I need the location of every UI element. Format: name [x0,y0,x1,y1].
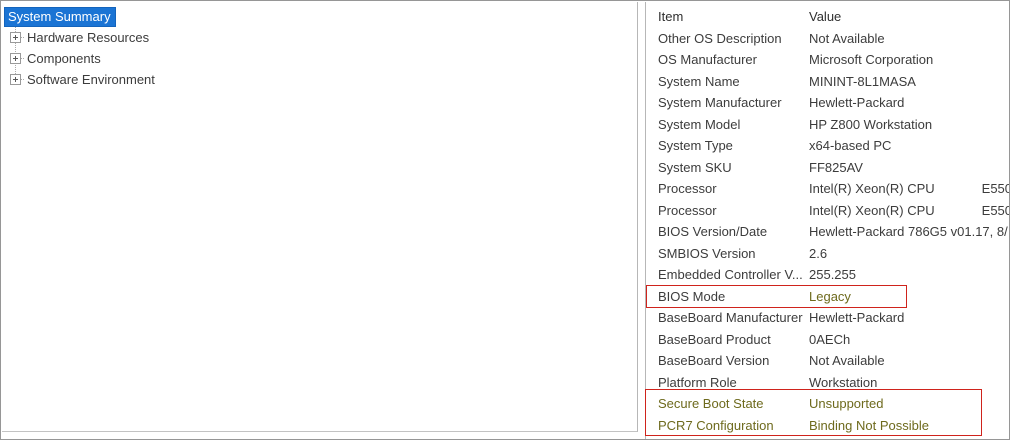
detail-item-cell: BIOS Mode [658,288,726,304]
tree-item-label: Hardware Resources [27,29,150,45]
detail-value-cell: 2.6 [809,245,828,261]
detail-value-cell: Not Available [809,353,885,369]
detail-item-cell: BaseBoard Manufacturer [658,310,803,326]
tree-connector-line [15,20,16,78]
detail-item-cell: OS Manufacturer [658,52,757,68]
detail-value-cell: 255.255 [809,267,856,283]
detail-row[interactable]: BaseBoard Version Not Available [646,350,1009,372]
detail-row[interactable]: BaseBoard Manufacturer Hewlett-Packard [646,307,1009,329]
tree-item-system-summary[interactable]: System Summary [2,6,637,27]
detail-row[interactable]: BaseBoard Product 0AECh [646,329,1009,351]
tree-item-label: Components [27,50,101,66]
detail-item-cell: PCR7 Configuration [658,417,774,433]
detail-row[interactable]: SMBIOS Version 2.6 [646,243,1009,265]
detail-row[interactable]: System Model HP Z800 Workstation [646,114,1009,136]
detail-value-cell: x64-based PC [809,138,892,154]
detail-item-cell: BaseBoard Version [658,353,770,369]
detail-item-cell: Other OS Description [658,30,782,46]
tree-item-label: Software Environment [27,71,155,87]
detail-row[interactable]: BIOS Mode Legacy [646,286,1009,308]
detail-item-cell: System Name [658,73,740,89]
detail-value-cell: Not Available [809,30,885,46]
detail-row[interactable]: PCR7 Configuration Binding Not Possible [646,415,1009,437]
detail-value-cell: Microsoft Corporation [809,52,934,68]
detail-value-cell: FF825AV [809,159,863,175]
detail-row[interactable]: System Name MININT-8L1MASA [646,71,1009,93]
detail-row[interactable]: Secure Boot State Unsupported [646,393,1009,415]
detail-item-cell: System Manufacturer [658,95,782,111]
detail-row[interactable]: System SKU FF825AV [646,157,1009,179]
detail-value-cell: Intel(R) Xeon(R) CPU E5506 [809,202,1010,218]
detail-item-cell: Embedded Controller V... [658,267,803,283]
tree-item-hardware-resources[interactable]: Hardware Resources [2,27,637,48]
detail-row[interactable]: Embedded Controller V... 255.255 [646,264,1009,286]
expand-plus-icon[interactable] [10,32,21,43]
detail-item-cell: SMBIOS Version [658,245,756,261]
column-header-value[interactable]: Value [809,9,842,25]
detail-value-cell: HP Z800 Workstation [809,116,933,132]
detail-item-cell: Secure Boot State [658,396,764,412]
detail-item-cell: BaseBoard Product [658,331,771,347]
detail-item-cell: System SKU [658,159,732,175]
detail-item-cell: System Model [658,116,741,132]
detail-value-cell: Unsupported [809,396,884,412]
column-header-item[interactable]: Item [658,9,684,25]
detail-row[interactable]: BIOS Version/Date Hewlett-Packard 786G5 v… [646,221,1009,243]
detail-value-cell: MININT-8L1MASA [809,73,916,89]
detail-row[interactable]: Other OS Description Not Available [646,28,1009,50]
detail-value-cell: Binding Not Possible [809,417,929,433]
expand-plus-icon[interactable] [10,53,21,64]
detail-value-cell: Hewlett-Packard [809,95,905,111]
detail-value-cell: Legacy [809,288,851,304]
tree-item-components[interactable]: Components [2,48,637,69]
detail-value-cell: Hewlett-Packard 786G5 v01.17, 8/ [809,224,1008,240]
detail-item-cell: Processor [658,181,717,197]
tree-connector-stub [21,79,24,80]
detail-row[interactable]: Processor Intel(R) Xeon(R) CPU E5506 [646,178,1010,200]
tree-connector-stub [21,37,24,38]
detail-item-cell: Platform Role [658,374,737,390]
detail-row[interactable]: Processor Intel(R) Xeon(R) CPU E5506 [646,200,1010,222]
detail-value-cell: 0AECh [809,331,851,347]
tree-connector-stub [21,58,24,59]
details-header-row: Item Value [646,6,1009,28]
detail-row[interactable]: Platform Role Workstation [646,372,1009,394]
detail-item-cell: Processor [658,202,717,218]
tree-item-label: System Summary [4,6,116,27]
detail-item-cell: BIOS Version/Date [658,224,768,240]
detail-row[interactable]: System Type x64-based PC [646,135,1009,157]
tree-item-software-environment[interactable]: Software Environment [2,69,637,90]
detail-item-cell: System Type [658,138,733,154]
detail-value-cell: Workstation [809,374,878,390]
detail-value-cell: Intel(R) Xeon(R) CPU E5506 [809,181,1010,197]
expand-plus-icon[interactable] [10,74,21,85]
detail-value-cell: Hewlett-Packard [809,310,905,326]
detail-row[interactable]: System Manufacturer Hewlett-Packard [646,92,1009,114]
detail-row[interactable]: OS Manufacturer Microsoft Corporation [646,49,1009,71]
